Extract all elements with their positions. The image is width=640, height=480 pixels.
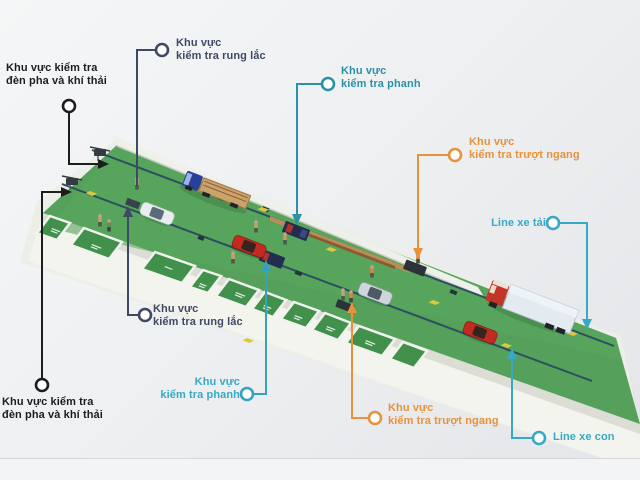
- label-line-truck: Line xe tải: [491, 217, 546, 229]
- connector-brake-bottom: [239, 260, 271, 402]
- brake-tester-car-lane: [258, 249, 286, 269]
- white-car: [138, 202, 175, 227]
- label-headlight-zone-bottom: Khu vực kiểm tra đèn pha và khí thải: [2, 396, 103, 421]
- label-line-car: Line xe con: [553, 431, 615, 443]
- pit: [278, 300, 322, 330]
- connector-slip-top: [413, 147, 463, 259]
- pit: [187, 268, 224, 295]
- pit: [249, 290, 289, 319]
- connector-slip-bottom: [347, 302, 383, 426]
- deck-light-band: [48, 145, 622, 360]
- slip-tester-truck-lane: [403, 259, 427, 277]
- label-slip-zone-top: Khu vực kiểm tra trượt ngang: [469, 136, 580, 161]
- label-shake-zone-bottom: Khu vực kiểm tra rung lắc: [153, 303, 243, 328]
- vehicles: [138, 170, 580, 346]
- pit: [387, 340, 430, 370]
- shake-tester-plate: [125, 197, 141, 210]
- pit: [68, 226, 125, 261]
- label-shake-zone-top: Khu vực kiểm tra rung lắc: [176, 37, 266, 62]
- pit-signage-marks: [50, 228, 376, 347]
- label-brake-zone-top: Khu vực kiểm tra phanh: [341, 65, 421, 90]
- connector-headlight-top: [61, 98, 109, 169]
- connector-line-car: [507, 348, 547, 446]
- label-headlight-zone-top: Khu vực kiểm tra đèn pha và khí thải: [6, 62, 107, 87]
- truck-lane-track-rail: [300, 230, 395, 269]
- red-semi-truck: [485, 279, 580, 335]
- connector-shake-bottom: [123, 206, 153, 323]
- connector-shake-top: [136, 42, 170, 186]
- brake-tester-truck-lane: [282, 221, 310, 241]
- red-car-brake-zone: [230, 235, 267, 260]
- connector-headlight-bottom: [34, 187, 72, 393]
- headlight-tester-car-lane: [61, 175, 83, 190]
- silver-car: [356, 282, 393, 307]
- pit: [343, 324, 398, 358]
- pit: [309, 311, 354, 342]
- label-slip-zone-bottom: Khu vực kiểm tra trượt ngang: [388, 402, 499, 427]
- blue-flatbed-truck: [179, 170, 252, 214]
- red-car-exit: [461, 321, 498, 346]
- label-brake-zone-bottom: Khu vực kiểm tra phanh: [160, 376, 240, 401]
- connector-brake-top: [292, 76, 336, 225]
- footer-strip: [0, 458, 640, 480]
- connector-line-truck: [545, 215, 592, 330]
- callout-connectors: [34, 42, 592, 446]
